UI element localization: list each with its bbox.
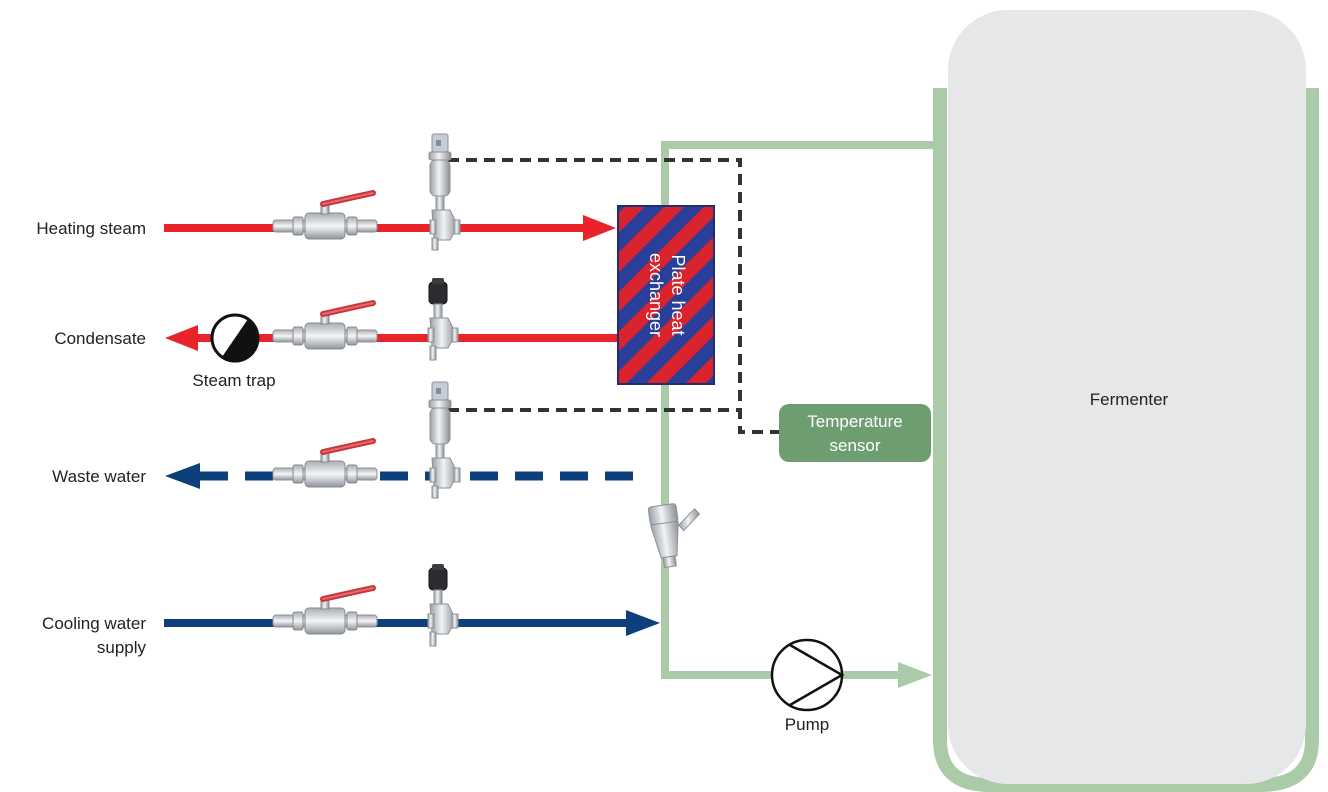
angle-seat-valve-icon	[428, 133, 461, 251]
pump: Pump	[770, 638, 845, 734]
plate-heat-exchanger-label-line2: exchanger	[646, 253, 666, 337]
temperature-sensor-label-line2: sensor	[829, 436, 880, 455]
angle-seat-valve-icon	[427, 277, 459, 361]
pump-icon	[770, 638, 845, 712]
steam-trap-label: Steam trap	[192, 371, 275, 390]
condensate-label: Condensate	[54, 329, 146, 348]
fermenter-label: Fermenter	[1090, 390, 1169, 409]
cooling-water-label-line2: supply	[97, 638, 147, 657]
temperature-sensor-box	[779, 404, 931, 462]
heating-steam-arrowhead	[583, 215, 616, 241]
temperature-sensor: Temperature sensor	[779, 404, 931, 462]
waste-water-label: Waste water	[52, 467, 146, 486]
ball-valve-icon	[273, 441, 377, 487]
fermenter-vessel: Fermenter	[933, 10, 1319, 792]
fermenter-jacket	[933, 88, 1319, 792]
steam-trap-icon	[210, 313, 260, 363]
strainer-icon	[647, 503, 701, 569]
cooling-water-line: Cooling water supply	[42, 610, 660, 657]
angle-seat-valve-icon	[428, 381, 461, 499]
steam-trap: Steam trap	[192, 313, 276, 390]
temperature-sensor-label-line1: Temperature	[807, 412, 902, 431]
fermenter-body	[948, 10, 1306, 784]
plate-heat-exchanger: Plate heat exchanger	[617, 205, 715, 385]
waste-water-arrowhead	[165, 463, 200, 489]
angle-seat-valve-icon	[427, 563, 459, 647]
ball-valve-icon	[273, 303, 377, 349]
plate-heat-exchanger-label-line1: Plate heat	[668, 254, 688, 335]
ball-valve-icon	[273, 193, 377, 239]
ball-valve-icon	[273, 588, 377, 634]
signal-line-steam-valve	[448, 158, 780, 434]
plate-heat-exchanger-body	[617, 205, 715, 385]
cooling-water-label-line1: Cooling water	[42, 614, 146, 633]
condensate-arrowhead	[165, 325, 198, 351]
condensate-line: Condensate	[54, 325, 618, 351]
heating-steam-label: Heating steam	[36, 219, 146, 238]
signal-lines	[448, 158, 780, 434]
pump-label: Pump	[785, 715, 829, 734]
cooling-water-arrowhead	[626, 610, 660, 636]
loop-arrowhead	[898, 662, 932, 688]
